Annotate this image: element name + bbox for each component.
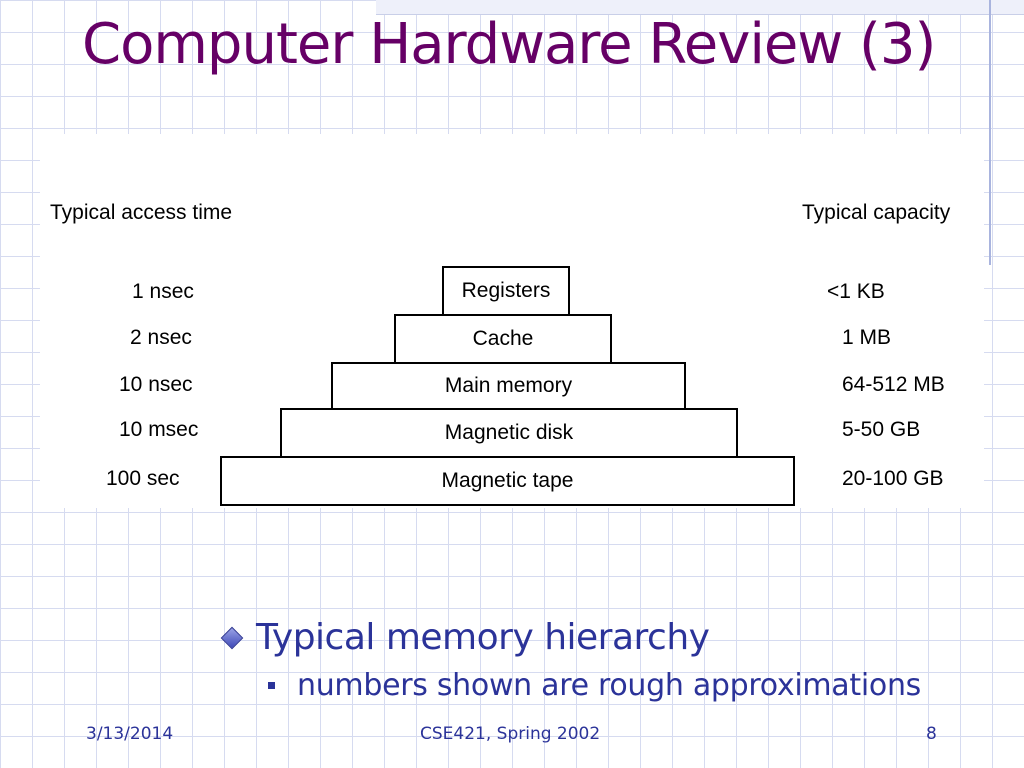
access-time-header: Typical access time xyxy=(50,201,233,224)
level-cache-label: Cache xyxy=(472,327,534,350)
bullet-sub-text: numbers shown are rough approximations xyxy=(297,668,921,703)
access-time-cache: 2 nsec xyxy=(130,326,192,349)
top-decorative-band xyxy=(376,0,1024,15)
footer-page-number: 8 xyxy=(926,724,937,744)
access-time-registers: 1 nsec xyxy=(132,280,194,303)
level-registers-label: Registers xyxy=(461,279,551,302)
right-decorative-rule xyxy=(989,0,991,265)
access-time-main-memory: 10 nsec xyxy=(119,373,193,396)
footer-date: 3/13/2014 xyxy=(86,724,174,744)
diamond-bullet-icon xyxy=(220,626,244,649)
slide-title: Computer Hardware Review (3) xyxy=(82,12,936,77)
level-magnetic-tape: Magnetic tape xyxy=(220,456,795,506)
capacity-magnetic-disk: 5-50 GB xyxy=(842,418,921,441)
footer-course: CSE421, Spring 2002 xyxy=(420,724,601,744)
level-main-memory: Main memory xyxy=(331,362,686,410)
bullet-sub: numbers shown are rough approximations xyxy=(268,668,921,703)
capacity-main-memory: 64-512 MB xyxy=(842,373,945,396)
capacity-cache: 1 MB xyxy=(842,326,892,349)
capacity-magnetic-tape: 20-100 GB xyxy=(842,467,944,490)
level-magnetic-tape-label: Magnetic tape xyxy=(441,469,574,492)
level-magnetic-disk: Magnetic disk xyxy=(280,408,738,458)
square-bullet-icon xyxy=(268,682,275,689)
access-time-magnetic-disk: 10 msec xyxy=(119,418,199,441)
level-cache: Cache xyxy=(394,314,612,364)
level-main-memory-label: Main memory xyxy=(444,374,573,397)
level-registers: Registers xyxy=(442,266,570,316)
bullet-main-text: Typical memory hierarchy xyxy=(256,617,710,658)
access-time-magnetic-tape: 100 sec xyxy=(106,467,180,490)
level-magnetic-disk-label: Magnetic disk xyxy=(444,421,574,444)
bullet-main: Typical memory hierarchy xyxy=(214,617,710,658)
capacity-header: Typical capacity xyxy=(802,201,951,224)
capacity-registers: <1 KB xyxy=(827,280,885,303)
